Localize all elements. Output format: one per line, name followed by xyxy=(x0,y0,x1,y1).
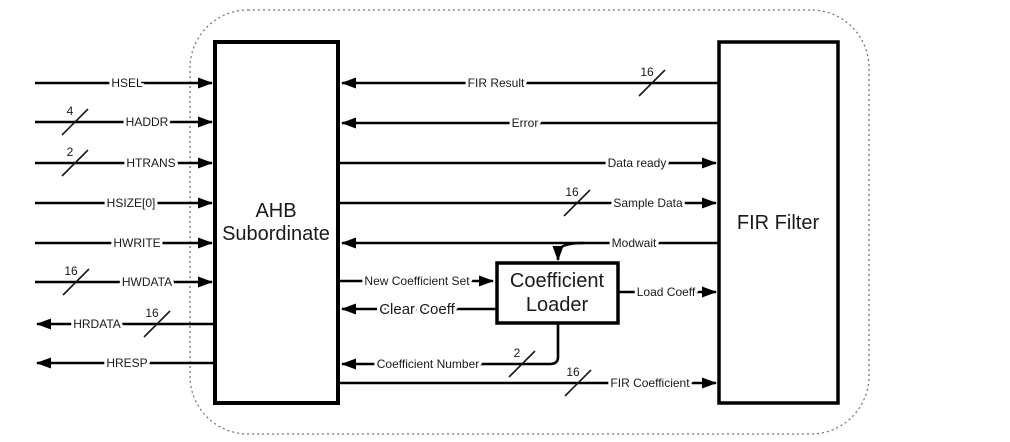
signal-label-data-ready: Data ready xyxy=(608,156,667,170)
ahb-subordinate-label-line2: Subordinate xyxy=(222,223,330,245)
signal-label-coefficient-number: Coefficient Number xyxy=(377,357,480,371)
signal-label-fir-coefficient: FIR Coefficient xyxy=(610,376,690,390)
signal-haddr xyxy=(35,108,213,136)
bus-width-fir-result: 16 xyxy=(640,65,654,79)
modwait-branch-to-loader xyxy=(552,241,585,261)
signal-hwdata xyxy=(35,268,213,296)
signal-label-sample-data: Sample Data xyxy=(613,196,683,210)
signal-label-htrans: HTRANS xyxy=(126,156,175,170)
bus-slash-sample-data xyxy=(563,189,591,217)
signal-sample-data xyxy=(338,189,717,217)
signal-label-error: Error xyxy=(512,116,539,130)
coefficient-loader-label-line2: Loader xyxy=(526,294,589,316)
bus-slash-hrdata xyxy=(143,310,171,338)
ahb-subordinate-label-line1: AHB xyxy=(255,200,296,222)
coefficient-loader-block xyxy=(495,261,620,325)
ahb-subordinate-block xyxy=(213,40,340,405)
signal-label-modwait: Modwait xyxy=(612,236,657,250)
signal-label-hsize0: HSIZE[0] xyxy=(107,196,156,210)
fir-filter-label: FIR Filter xyxy=(737,212,820,234)
module-boundary xyxy=(189,9,870,435)
signal-label-hrdata: HRDATA xyxy=(73,317,121,331)
signal-modwait xyxy=(341,237,719,261)
bus-width-hwdata: 16 xyxy=(64,264,78,278)
bus-slash-hwdata xyxy=(62,268,90,296)
bus-width-sample-data: 16 xyxy=(565,185,579,199)
bus-slash-haddr xyxy=(61,108,89,136)
signal-label-hresp: HRESP xyxy=(106,356,147,370)
signal-hrdata xyxy=(36,310,216,338)
signal-label-hwdata: HWDATA xyxy=(122,275,172,289)
signal-fir-result xyxy=(341,69,719,97)
signal-label-hwrite: HWRITE xyxy=(113,236,160,250)
signal-label-hsel: HSEL xyxy=(111,76,143,90)
bus-width-haddr: 4 xyxy=(67,104,74,118)
signal-label-clear-coeff: Clear Coeff xyxy=(379,301,455,318)
bus-width-coefficient-number: 2 xyxy=(514,346,521,360)
bus-slash-htrans xyxy=(61,149,89,177)
bus-slash-fir-coefficient xyxy=(564,369,592,397)
signal-htrans xyxy=(35,149,213,177)
signal-label-fir-result: FIR Result xyxy=(468,76,525,90)
bus-width-hrdata: 16 xyxy=(145,306,159,320)
signal-label-haddr: HADDR xyxy=(126,115,169,129)
signal-label-new-coefficient-set: New Coefficient Set xyxy=(364,274,470,288)
signal-fir-coefficient xyxy=(338,369,717,397)
bus-slash-coefficient-number xyxy=(508,350,536,378)
bus-width-htrans: 2 xyxy=(67,145,74,159)
coefficient-loader-label-line1: Coefficient xyxy=(510,270,605,292)
signal-label-load-coeff: Load Coeff xyxy=(637,285,696,299)
fir-filter-block xyxy=(717,40,840,405)
bus-width-fir-coefficient: 16 xyxy=(566,365,580,379)
signal-coefficient-number xyxy=(341,323,560,378)
bus-slash-fir-result xyxy=(638,69,666,97)
